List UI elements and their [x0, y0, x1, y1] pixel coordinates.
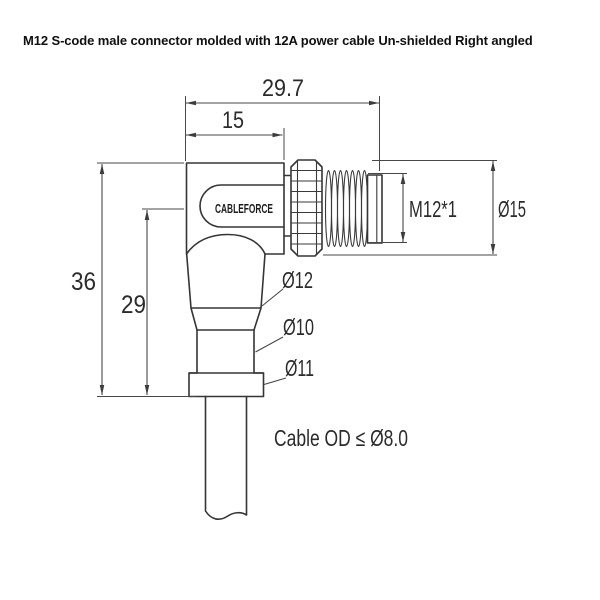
thread-group: [324, 169, 383, 248]
axis-height-label: 29: [121, 291, 146, 319]
molded-body-group: [185, 162, 292, 398]
pin-end-tip: [366, 174, 383, 244]
brand-label-field: [199, 184, 285, 228]
nut-od-label: Ø15: [498, 196, 526, 222]
overall-length-label: 29.7: [262, 75, 304, 102]
flange-od-label: Ø11: [285, 355, 314, 381]
molded-body-outline: [185, 162, 285, 398]
leader-neck-od: [255, 336, 284, 353]
thread-crest-lines: [324, 169, 369, 248]
mold-od-label: Ø12: [282, 267, 313, 293]
cable-od-note: Cable OD ≤ Ø8.0: [274, 425, 408, 451]
leader-mold-od: [261, 288, 284, 307]
drawing-labels: 29.7 15 36 29 M12*1 Ø15 Ø12 Ø10 Ø11 Cabl…: [71, 75, 526, 451]
page-title: M12 S-code male connector molded with 12…: [23, 33, 533, 48]
nut-bevel-lines: [296, 161, 318, 255]
thread-spec-label: M12*1: [409, 196, 457, 222]
neck-od-label: Ø10: [283, 314, 314, 340]
elbow-dome-curve: [185, 233, 266, 255]
extension-lines: [97, 96, 497, 397]
coupling-nut-outline: [290, 159, 323, 257]
body-length-label: 15: [222, 107, 244, 134]
coupling-nut-group: [290, 159, 323, 257]
leader-flange-od: [263, 377, 287, 386]
dimension-annotations: [97, 96, 497, 397]
dimension-arrowheads: [99, 100, 496, 395]
brand-label: CABLEFORCE: [215, 202, 273, 216]
nut-knurl-lines: [291, 169, 322, 245]
overall-height-label: 36: [71, 268, 96, 296]
body-nut-neck: [283, 174, 292, 237]
cable-group: [204, 395, 248, 520]
cable-outline: [204, 395, 248, 520]
